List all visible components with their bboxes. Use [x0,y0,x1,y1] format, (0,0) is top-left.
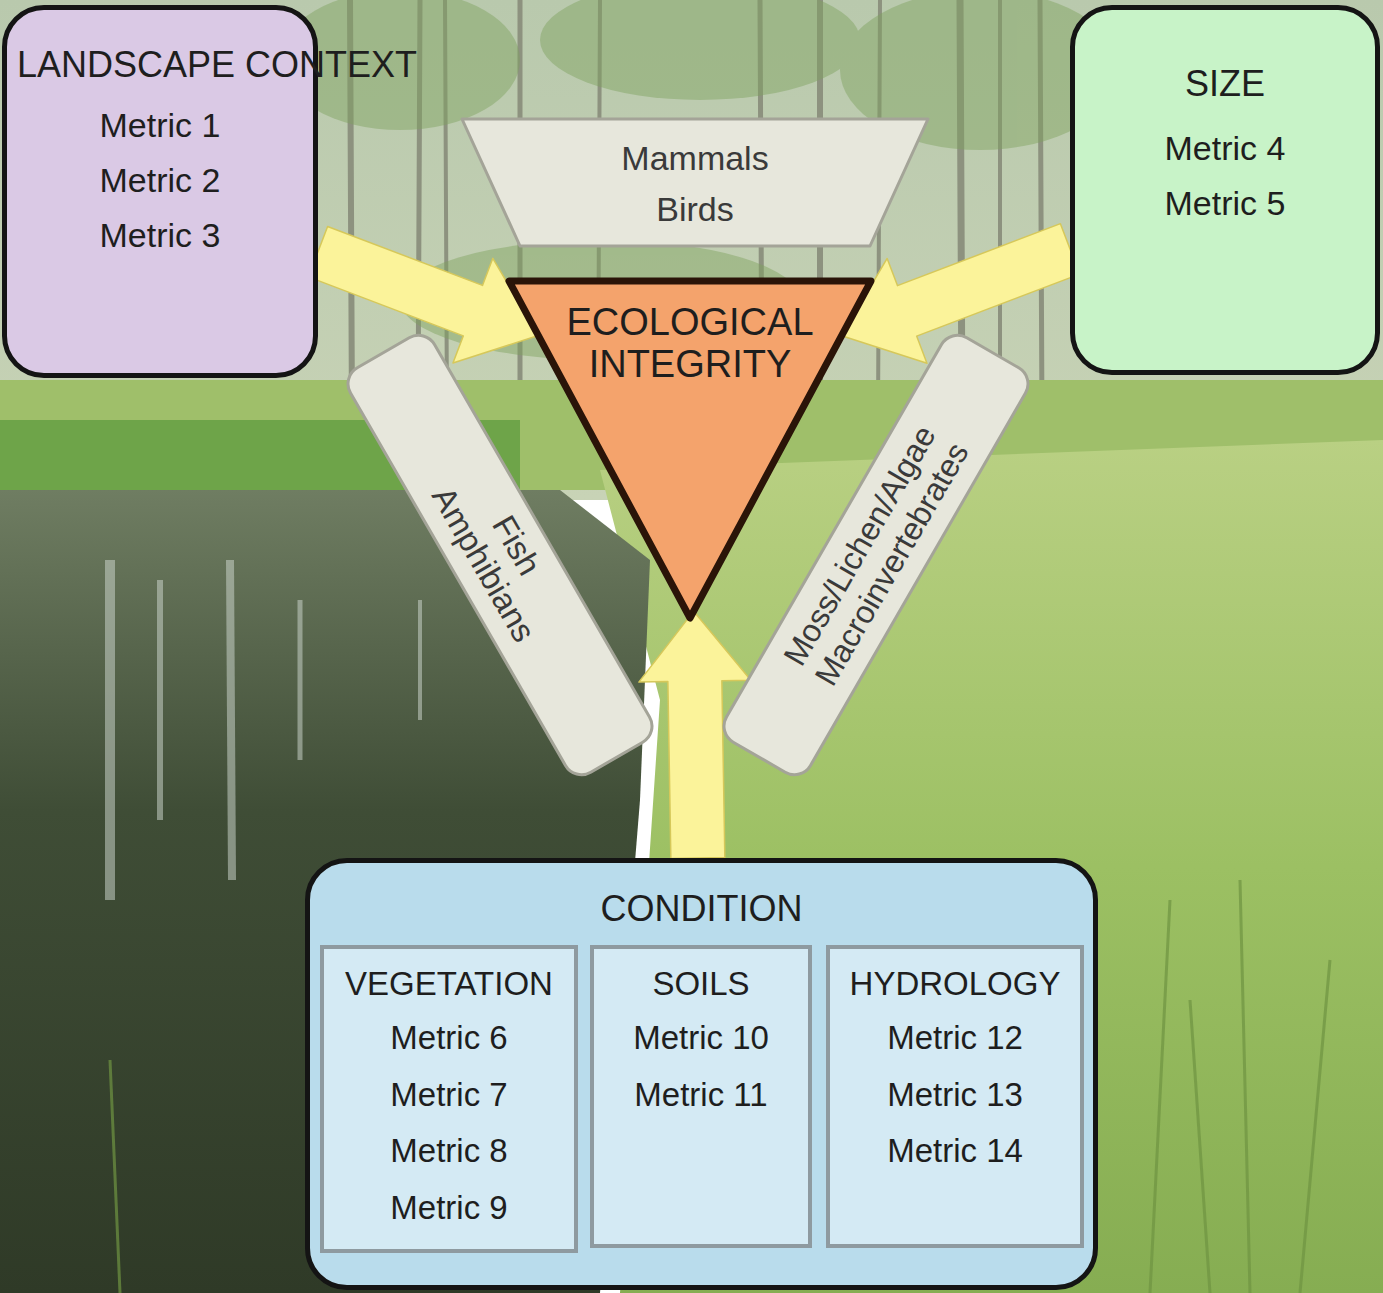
node-item: Metric 5 [1085,176,1365,231]
condition-panel: HYDROLOGYMetric 12Metric 13Metric 14 [826,945,1084,1248]
node-item: Metric 7 [330,1067,568,1124]
condition-panel: VEGETATIONMetric 6Metric 7Metric 8Metric… [320,945,578,1253]
node-content: SOILSMetric 10Metric 11 [594,949,808,1131]
node-content: VEGETATIONMetric 6Metric 7Metric 8Metric… [324,949,574,1245]
node-item: Metric 1 [17,98,303,153]
node-item: Metric 10 [600,1010,802,1067]
node-item: Metric 6 [330,1010,568,1067]
node-content: CONDITION [310,863,1093,930]
node-content: ECOLOGICAL INTEGRITY [555,272,825,386]
node-heading: VEGETATION [330,963,568,1006]
node-heading: CONDITION [320,887,1083,930]
node-heading: ECOLOGICAL INTEGRITY [555,302,825,386]
taxa-band: MammalsBirds [458,115,932,250]
node-heading: SOILS [600,963,802,1006]
trapezoid-outline [458,115,932,250]
size-box: SIZE Metric 4Metric 5 [1070,5,1380,375]
node-item: Metric 14 [836,1123,1074,1180]
node-content: LANDSCAPE CONTEXT Metric 1Metric 2Metric … [7,10,313,273]
node-item: Metric 13 [836,1067,1074,1124]
node-item: Metric 4 [1085,121,1365,176]
node-item: Metric 2 [17,153,303,208]
node-heading: LANDSCAPE CONTEXT [17,44,303,86]
node-heading: HYDROLOGY [836,963,1074,1006]
condition-box: CONDITIONVEGETATIONMetric 6Metric 7Metri… [305,858,1098,1290]
node-heading: SIZE [1085,62,1365,105]
water-reflections [110,560,420,900]
node-item: Metric 11 [600,1067,802,1124]
shape-outline [462,119,928,246]
landscape-box: LANDSCAPE CONTEXT Metric 1Metric 2Metric … [2,5,318,378]
node-content: MammalsBirds [458,115,932,245]
node-item: Metric 9 [330,1180,568,1237]
node-content: HYDROLOGYMetric 12Metric 13Metric 14 [830,949,1080,1188]
node-content: SIZE Metric 4Metric 5 [1075,10,1375,241]
condition-panel: SOILSMetric 10Metric 11 [590,945,812,1248]
node-item: Birds [468,184,922,235]
node-item: Metric 8 [330,1123,568,1180]
node-item: Metric 3 [17,208,303,263]
node-heading: Mammals [468,133,922,184]
node-item: Metric 12 [836,1010,1074,1067]
